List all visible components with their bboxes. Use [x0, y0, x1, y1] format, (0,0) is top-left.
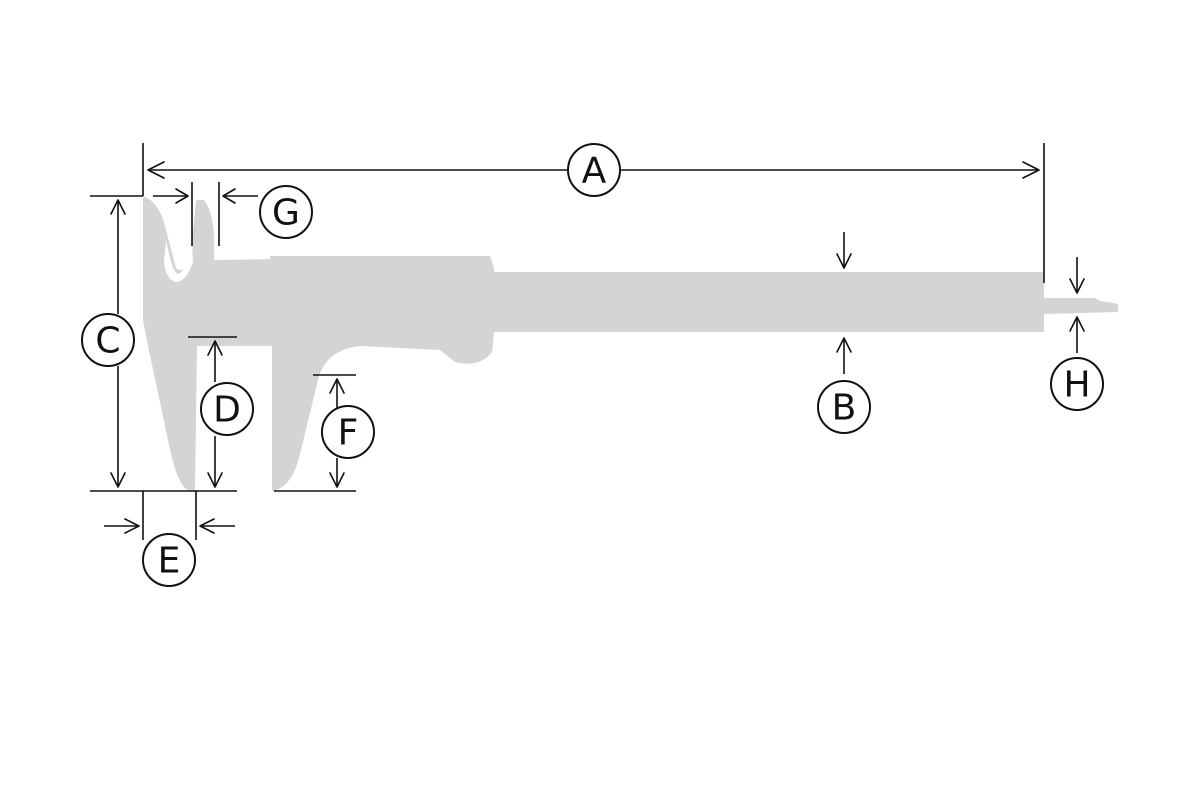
dimension-d [188, 336, 237, 488]
callout-a-label: A [582, 151, 607, 192]
caliper-fixed-jaw [143, 196, 215, 491]
caliper-slider [270, 256, 494, 346]
caliper-silhouette [143, 196, 1118, 491]
callout-f-label: F [338, 413, 359, 454]
dimension-g [153, 182, 258, 246]
callout-d-label: D [213, 390, 241, 431]
callout-b: B [817, 380, 871, 434]
callout-h-label: H [1063, 365, 1090, 406]
caliper-depth-rod [1044, 298, 1118, 314]
callout-f: F [321, 405, 375, 459]
dimension-b [836, 232, 852, 374]
dimension-e [104, 491, 235, 540]
callout-c: C [81, 313, 135, 367]
callout-c-label: C [95, 321, 120, 362]
callout-b-label: B [832, 388, 857, 429]
dimension-c [90, 195, 237, 492]
dimension-a [142, 143, 1045, 283]
callout-e-label: E [158, 541, 181, 582]
dimension-h [1069, 257, 1085, 353]
callout-e: E [142, 533, 196, 587]
caliper-jaw-notch [164, 240, 193, 282]
dimension-f [274, 374, 356, 492]
callout-g-label: G [272, 193, 300, 234]
callout-g: G [259, 185, 313, 239]
callout-d: D [200, 382, 254, 436]
callout-a: A [567, 143, 621, 197]
callout-h: H [1050, 357, 1104, 411]
